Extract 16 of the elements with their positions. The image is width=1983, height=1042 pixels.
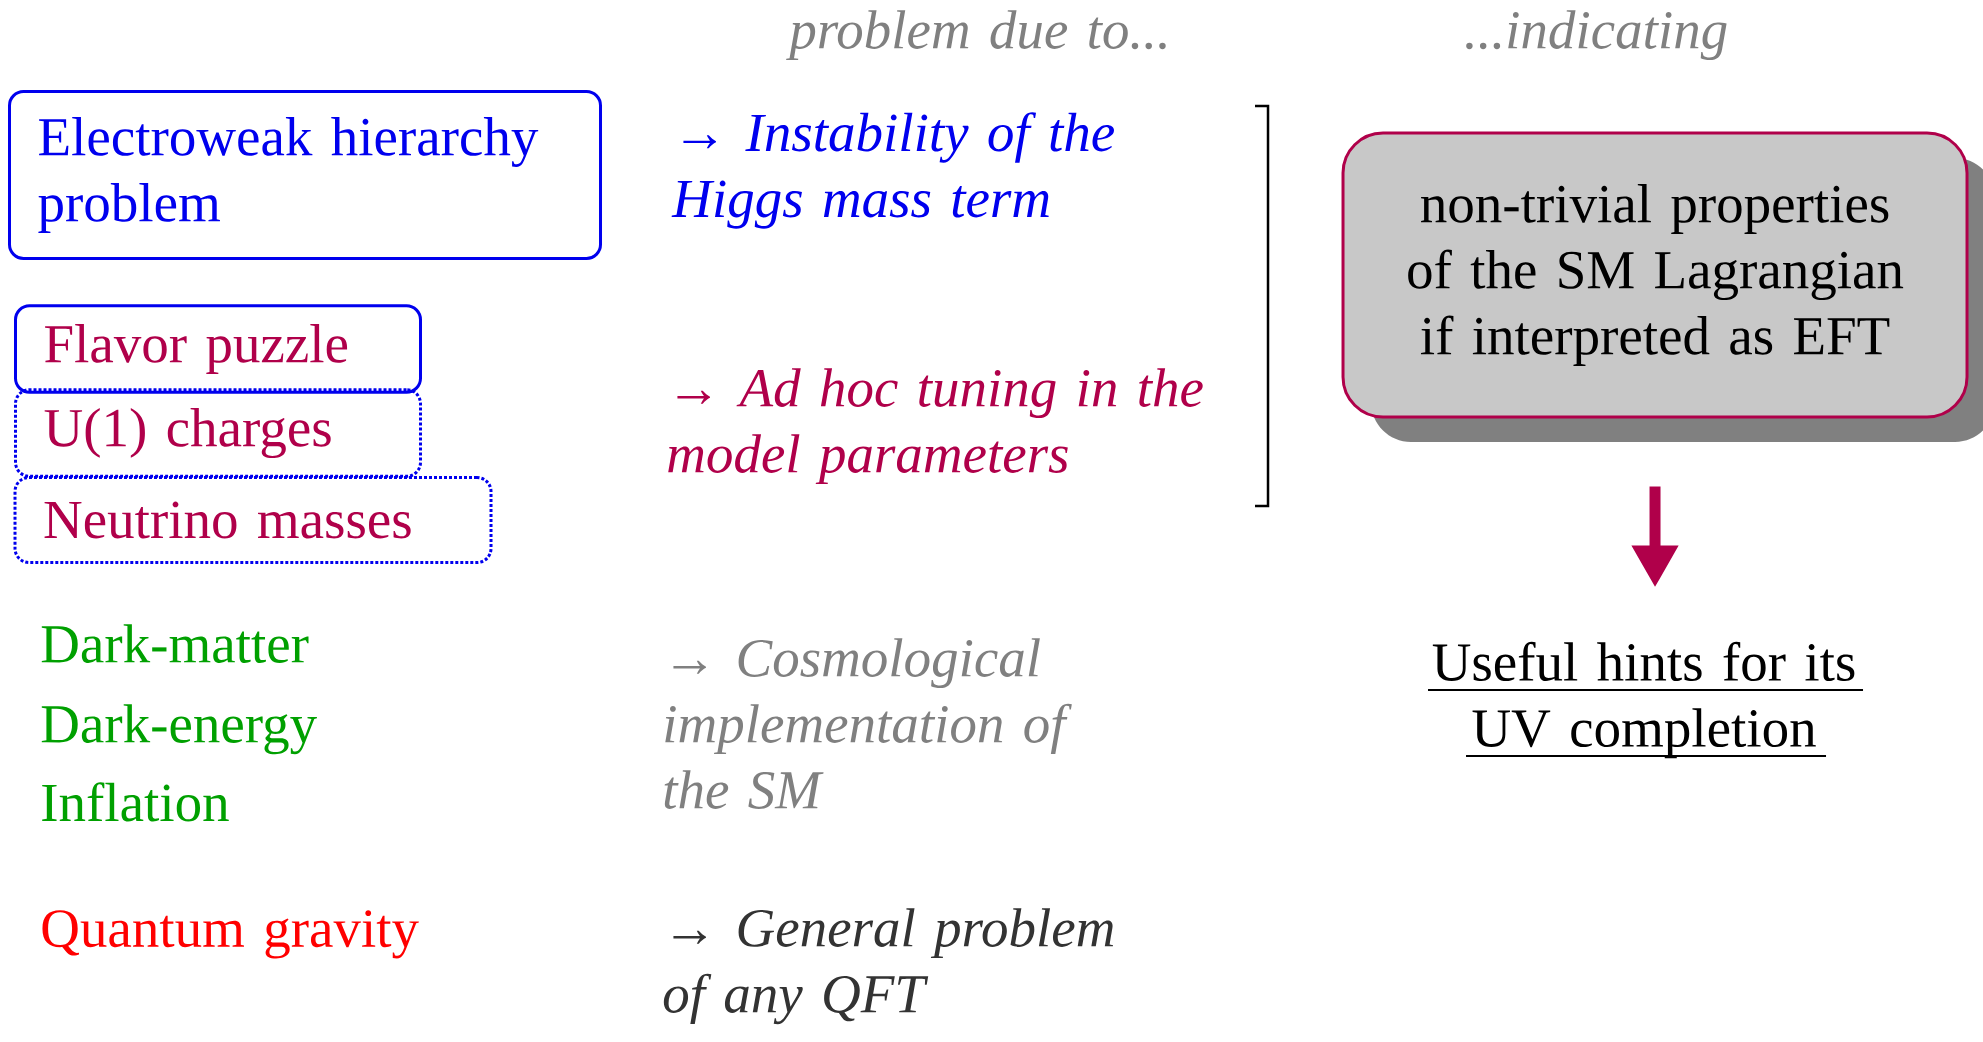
cause-text: → Cosmological implementation of the SM <box>664 638 1072 809</box>
problem-box: Flavor puzzle <box>14 304 422 394</box>
problem-box: U(1) charges <box>14 388 422 478</box>
column-heading: ...indicating <box>1466 10 1727 61</box>
problem-text: Inflation <box>42 782 229 822</box>
properties-box: non-trivial properties of the SM Lagrangian if interpreted as EFT <box>1341 131 1983 442</box>
problem-text: Quantum gravity <box>42 910 419 959</box>
problem-box: Neutrino masses <box>13 476 493 564</box>
problem-text: Dark-energy <box>41 704 317 755</box>
column-heading: problem due to... <box>786 10 1166 61</box>
problem-text: Dark-matter <box>41 624 309 663</box>
cause-text: → Instability of the Higgs mass term <box>671 112 1114 229</box>
hint-text: Useful hints for its UV completion <box>1432 641 1855 759</box>
problem-box: Electroweak hierarchy problem <box>8 90 602 260</box>
cause-text: → General problem of any QFT <box>663 908 1114 1025</box>
cause-text: → Ad hoc tuning in the model parameters <box>668 368 1203 485</box>
